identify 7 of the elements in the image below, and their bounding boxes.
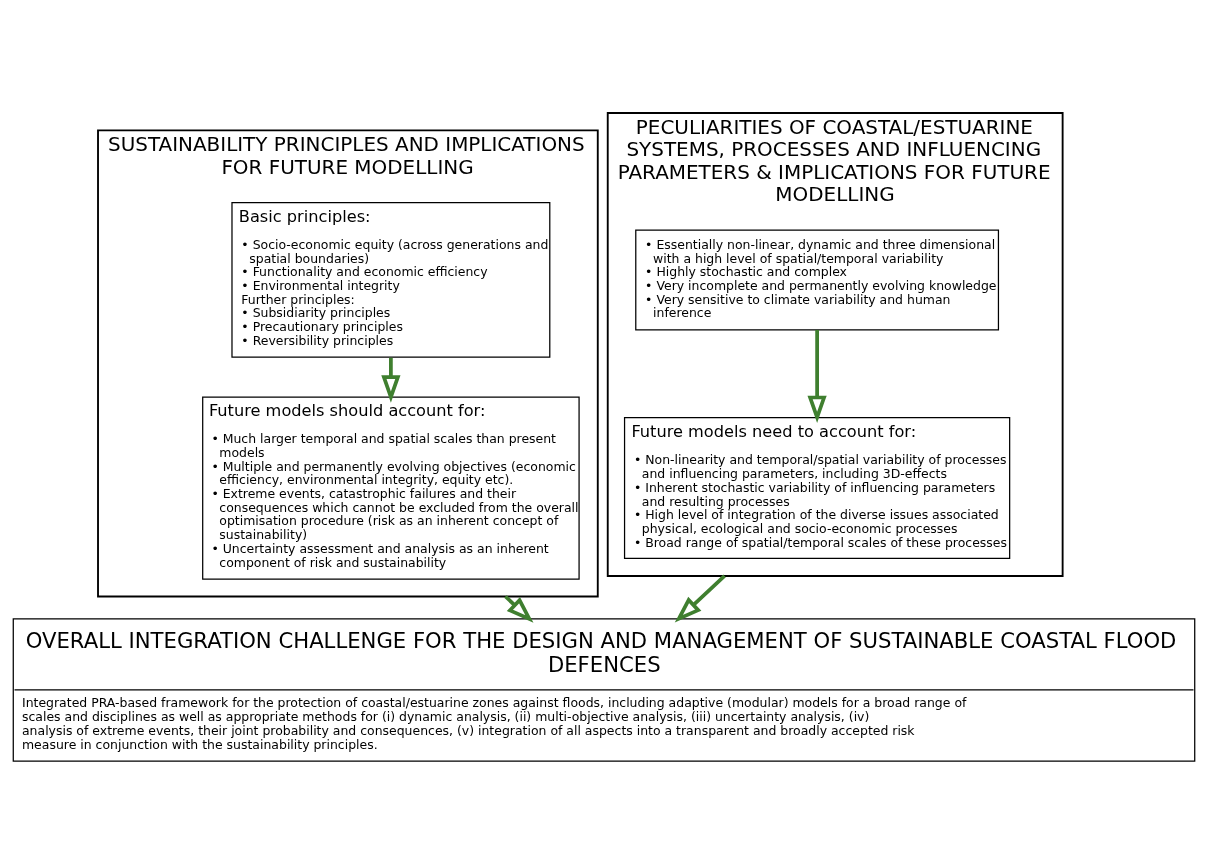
arrow xyxy=(674,574,726,622)
node-box: Future models need to account for: • Non-linearity and temporal/spatial variability of processes and influencing parameters, including 3D-effects • Inherent stochastic variability of influencing parameters and resulting processes • High level of integration of the diverse issues associated physical, ecological and socio-economic processes • Broad range of spatial/temporal scales of these processes xyxy=(623,416,1011,559)
node-box: Future models should account for: • Much larger temporal and spatial scales than present models • Multiple and permanently evolving objectives (economic efficiency, environmental integrity, equity etc). • Extreme events, catastrophic failures and their consequences which cannot be excluded from the overall optimisation procedure (risk as an inherent concept of sustainability) • Uncertainty assessment and analysis as an inherent component of risk and sustainability xyxy=(202,395,580,580)
arrow xyxy=(381,357,401,403)
arrow xyxy=(807,329,827,423)
node-box: Basic principles: • Socio-economic equity (across generations and spatial boundaries) • Functionality and economic efficiency • Environmental integrity Further principles: • Subsidiarity principles • Precautionary principles • Reversibility principles xyxy=(231,201,551,358)
node-box: • Essentially non-linear, dynamic and three dimensional with a high level of spatial/temporal variability • Highly stochastic and complex • Very incomplete and permanently evolving knowledge • Very sensitive to climate variability and human inference xyxy=(635,228,1000,330)
